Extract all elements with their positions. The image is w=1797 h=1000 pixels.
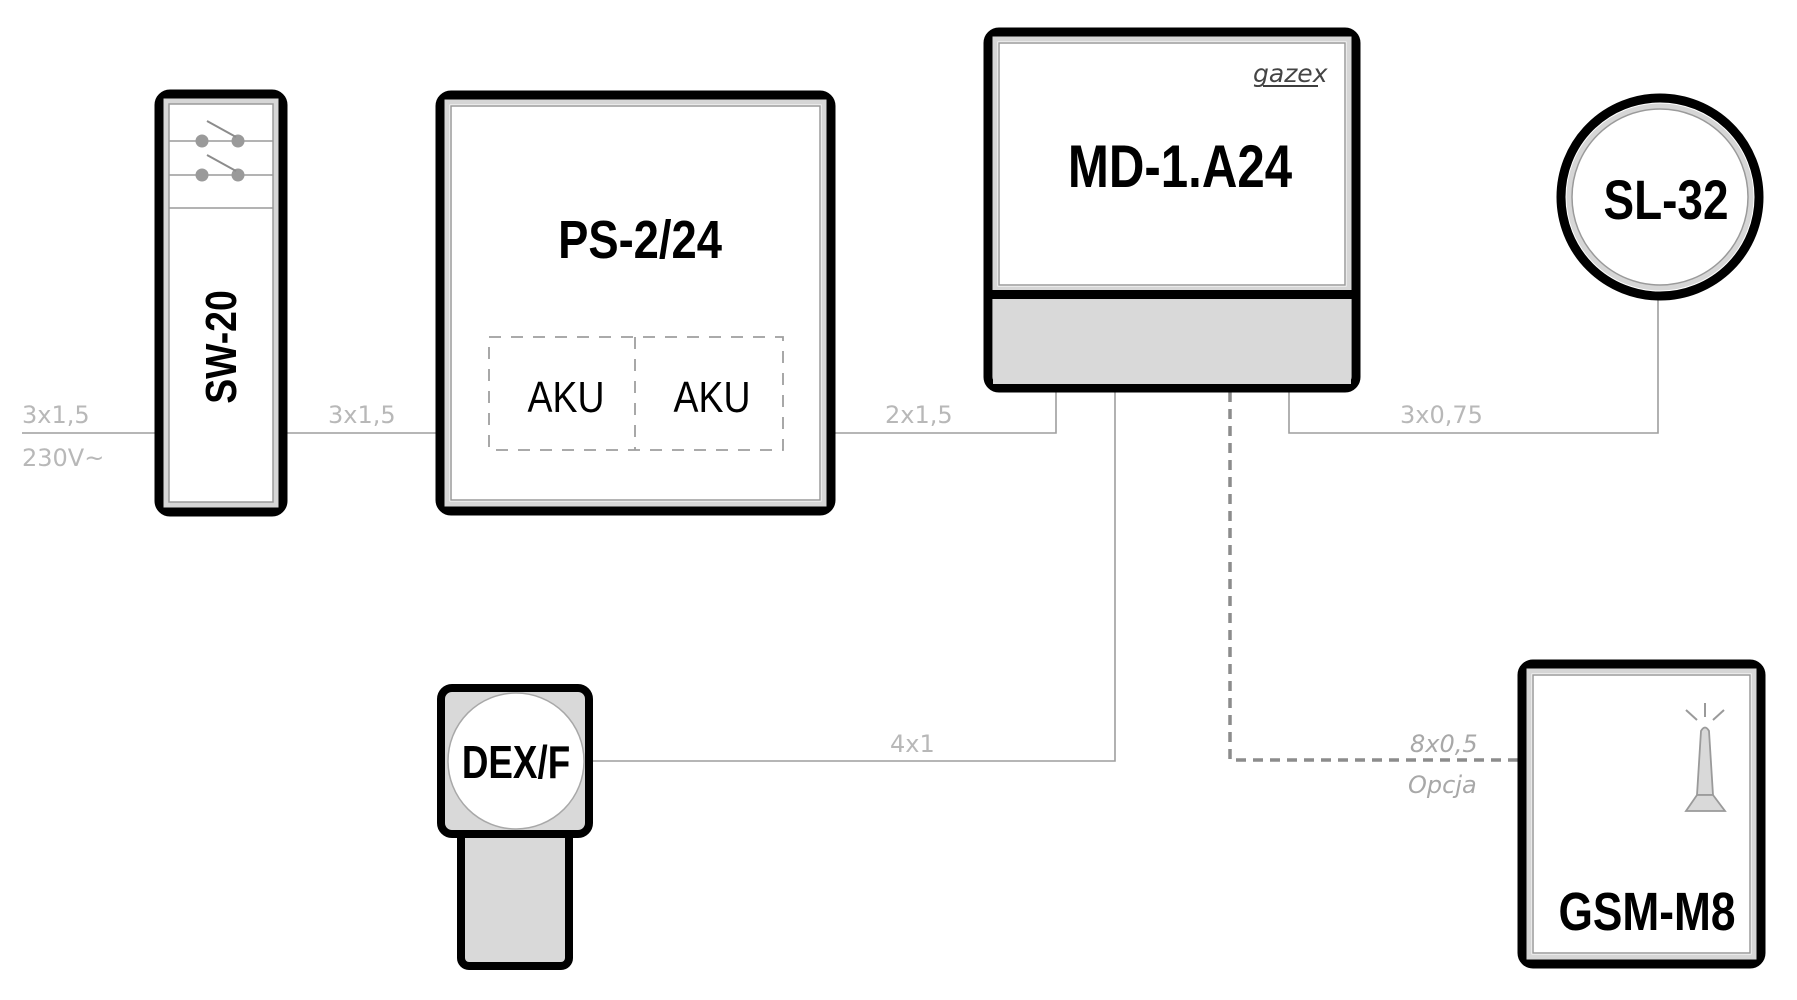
dexf-label: DEX/F — [462, 736, 570, 788]
device-ps224[interactable]: PS-2/24 AKU AKU — [435, 90, 836, 516]
md1-terminal-panel — [993, 299, 1351, 384]
label-mains-voltage: 230V~ — [22, 444, 104, 472]
device-sl32[interactable]: SL-32 — [1556, 93, 1764, 301]
double-switch-icon — [169, 120, 273, 209]
md1-divider — [984, 290, 1360, 299]
sl32-housing — [1556, 93, 1764, 301]
antenna-icon — [1684, 703, 1727, 812]
label-md-to-sl: 3x0,75 — [1400, 401, 1483, 429]
label-optional: Opcja — [1408, 771, 1477, 799]
wire-md-to-dex — [590, 390, 1116, 762]
device-dexf[interactable]: DEX/F — [437, 684, 593, 970]
device-sw20[interactable]: SW-20 — [154, 89, 288, 517]
sl32-inner-border — [1571, 108, 1749, 286]
battery-1-label: AKU — [528, 372, 605, 422]
device-gsm-m8[interactable]: GSM-M8 — [1517, 659, 1766, 969]
wire-md-to-gsm-optional — [1228, 392, 1518, 762]
md1-inner-border — [998, 42, 1346, 286]
wire-ps-to-md — [833, 390, 1057, 434]
label-sw-to-ps: 3x1,5 — [328, 401, 396, 429]
wire-md-to-sl — [1288, 300, 1659, 434]
sw20-inner-border — [168, 103, 274, 503]
sw20-label: SW-20 — [196, 290, 246, 404]
brand-logo: gazex — [1253, 59, 1328, 88]
label-md-to-dex: 4x1 — [890, 730, 935, 758]
sw20-housing — [154, 89, 288, 517]
gsm-inner-border — [1532, 674, 1751, 954]
ps224-label: PS-2/24 — [558, 209, 722, 270]
ps224-frame — [444, 99, 827, 507]
dexf-sensor-face — [447, 692, 585, 830]
gsm-frame — [1526, 668, 1757, 960]
label-mains-spec: 3x1,5 — [22, 401, 90, 429]
sl32-label: SL-32 — [1603, 169, 1728, 231]
ps224-housing — [435, 90, 836, 516]
md1-frame — [992, 36, 1352, 292]
sw20-frame — [163, 98, 279, 508]
sl32-frame — [1566, 103, 1754, 291]
device-md1-a24[interactable]: gazex MD-1.A24 — [983, 27, 1361, 393]
ps224-inner-border — [450, 105, 821, 501]
label-md-to-gsm: 8x0,5 — [1410, 730, 1478, 758]
md1-label: MD-1.A24 — [1068, 132, 1293, 200]
battery-compartment — [488, 336, 784, 451]
gsm-label: GSM-M8 — [1558, 882, 1735, 942]
battery-2-label: AKU — [674, 372, 751, 422]
dexf-stem — [457, 826, 573, 970]
label-ps-to-md: 2x1,5 — [885, 401, 953, 429]
